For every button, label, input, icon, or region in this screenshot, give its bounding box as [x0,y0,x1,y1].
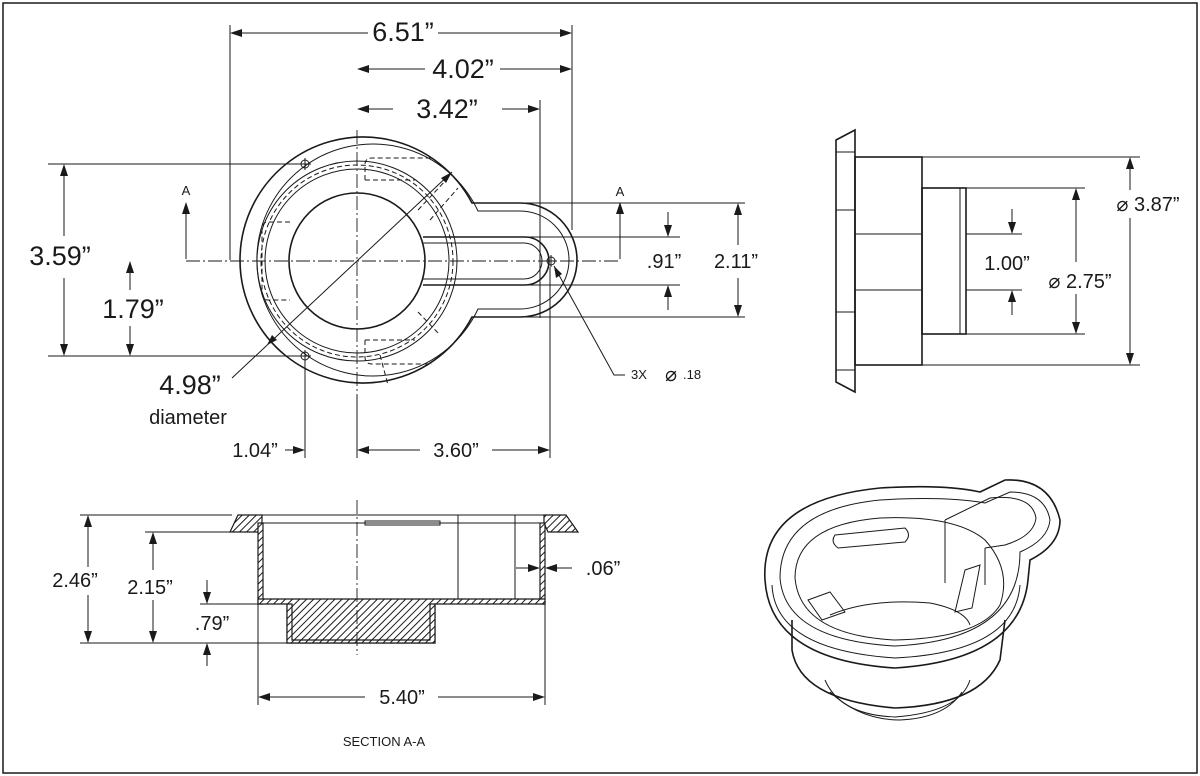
dim-slot-outer-width: 2.11” [714,251,758,273]
rib-lower [364,339,432,365]
section-floor [257,598,546,644]
rib-upper [364,157,432,181]
side-cup-body [854,156,923,366]
section-flange-left [229,514,263,533]
diameter-leader [231,171,453,379]
dim-slot-inner-width: .91” [647,251,681,273]
section-flange-right [543,514,580,533]
iso-tab-left [807,591,846,621]
side-view: ⌀ 3.87” ⌀ 2.75” 1.00” [835,128,1180,394]
top-view: 6.51” 4.02” 3.42” 3.59” 1.79” 4.98” diam… [29,17,758,462]
hole-callout-qty: 3X [631,367,647,382]
hole-callout-size: .18 [683,367,701,382]
dim-step: 1.00” [984,253,1030,275]
dim-section-width: 5.40” [379,687,425,709]
rib-lower-right [379,311,441,386]
side-cup-step [921,187,967,335]
dim-diameter: 4.98” [159,370,221,400]
iso-tab-upper [832,527,909,549]
section-caption: SECTION A-A [343,734,426,749]
dim-overall-width: 6.51” [372,17,434,47]
rib-upper-right [417,177,459,221]
dim-half-height: 1.79” [102,294,164,324]
iso-flange-outer [764,479,1061,669]
dim-cup-height: 2.15” [127,577,173,599]
dim-to-slot-center: 3.42” [416,94,478,124]
iso-cup-opening [794,517,1005,641]
section-wall-left [257,522,264,605]
hole-callout-symbol: ⌀ [665,364,677,386]
section-mark-left: A [182,183,191,198]
iso-slot [944,496,1037,549]
mounting-hole-slot [545,255,557,267]
dim-to-slot-end: 4.02” [432,54,494,84]
iso-rim-inner [779,491,1051,647]
iso-tab-right [954,564,981,613]
dim-wall-thickness: .06” [586,558,620,580]
dim-inner-diameter: ⌀ 2.75” [1048,271,1111,293]
dim-diameter-word: diameter [149,407,227,429]
iso-lower-body [791,619,1006,709]
dim-outer-diameter: ⌀ 3.87” [1116,194,1179,216]
top-view-rim-outline [256,143,570,377]
isometric-view [764,479,1061,721]
dim-hole-offset: 1.04” [232,440,278,462]
dim-slot-length: 3.60” [433,440,479,462]
dim-section-overall-height: 2.46” [52,570,98,592]
side-flange [835,128,856,394]
dim-overall-height: 3.59” [29,241,91,271]
top-view-outer-outline [239,136,578,384]
section-view: 2.46” 2.15” .79” .06” 5.40” SECTION A-A [52,500,620,749]
dim-step-height: .79” [195,613,229,635]
section-mark-right: A [616,184,625,199]
section-wall-right [539,522,546,605]
